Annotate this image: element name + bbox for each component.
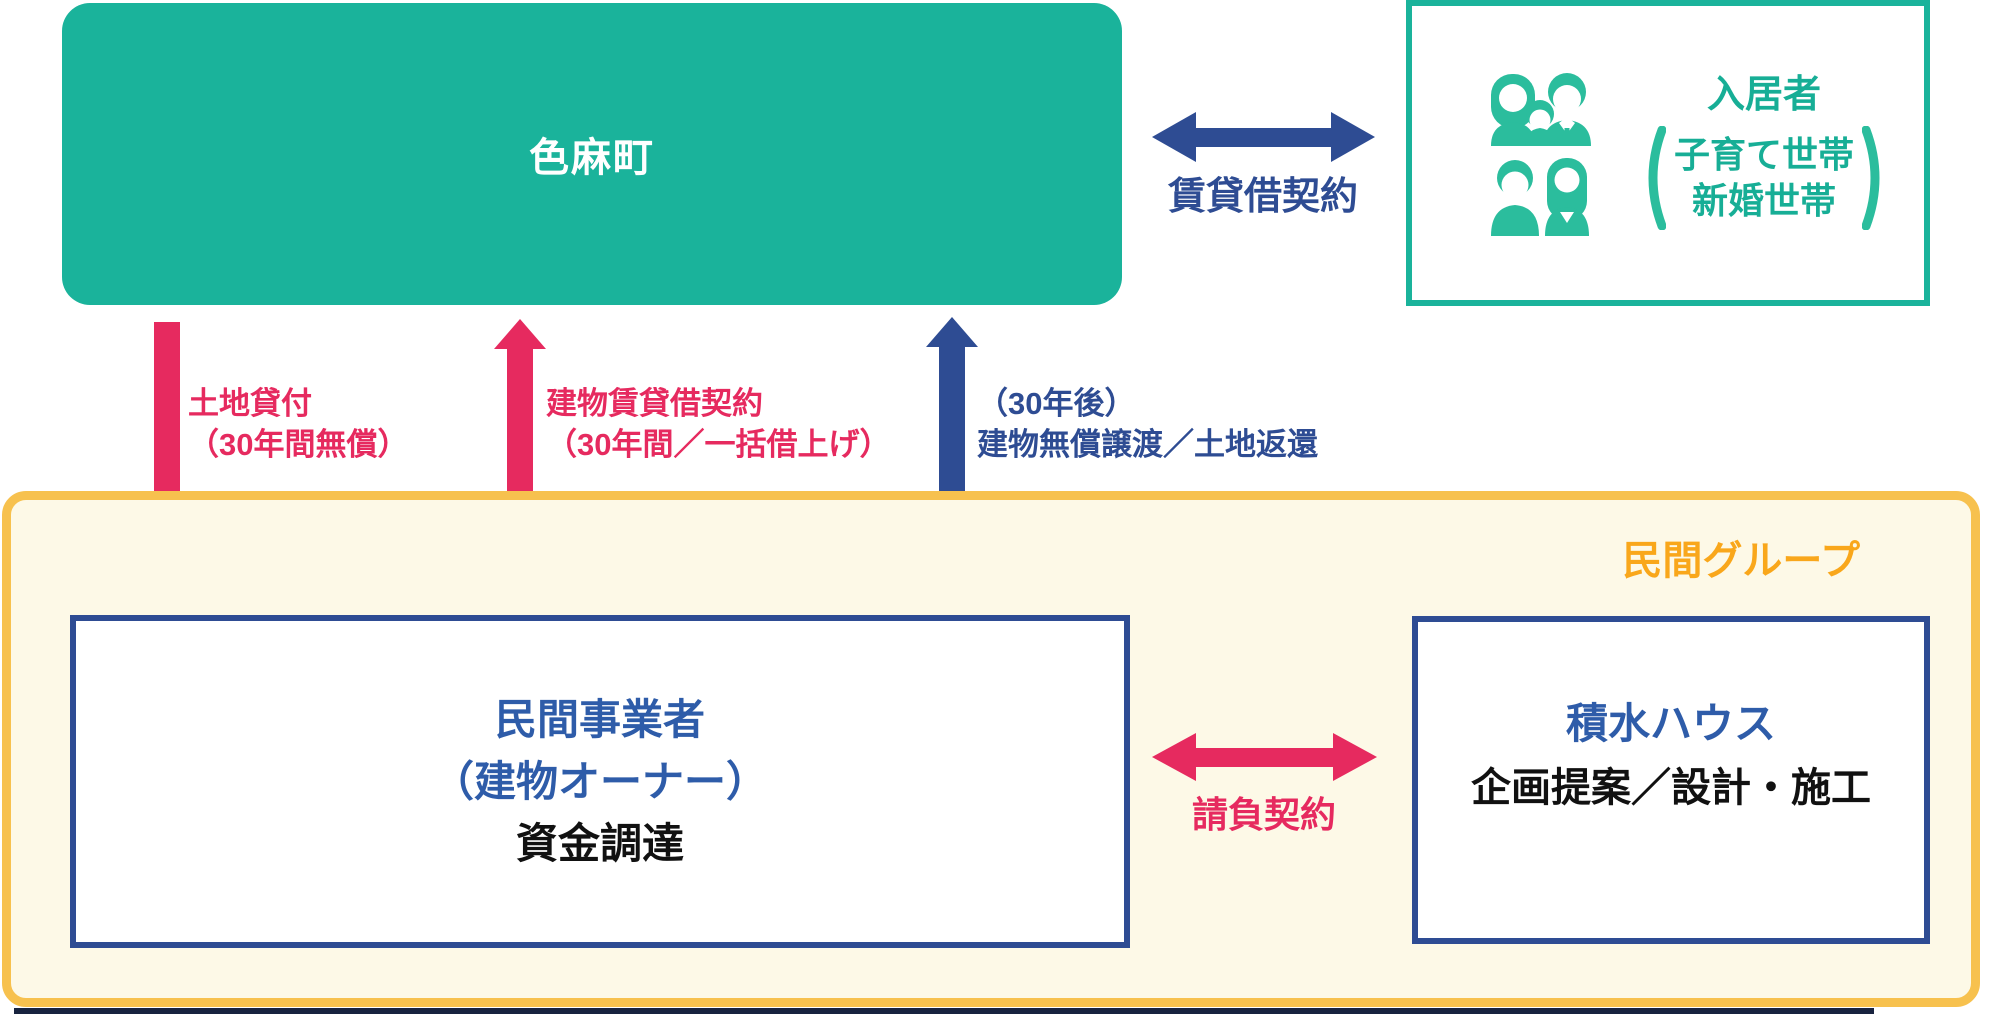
building-transfer-label-line2: 建物無償譲渡／土地返還 bbox=[977, 427, 1318, 462]
couple-icon bbox=[1491, 158, 1589, 236]
owner-box-line1: 民間事業者 bbox=[494, 695, 705, 743]
building-lease-arrow-label: 建物賃貸借契約 （30年間／一括借上げ） bbox=[546, 383, 890, 465]
family-icon bbox=[1491, 73, 1591, 146]
town-box: 色麻町 bbox=[62, 3, 1122, 305]
sekisui-box-line2: 企画提案／設計・施工 bbox=[1471, 766, 1871, 810]
land-lease-label-line2: （30年間無償） bbox=[188, 427, 409, 462]
owner-box-line3: 資金調達 bbox=[515, 819, 684, 867]
bottom-edge-line bbox=[14, 1008, 1874, 1014]
town-box-label: 色麻町 bbox=[529, 136, 655, 180]
building-lease-arrow-top-head bbox=[494, 319, 546, 349]
lease-contract-arrow-right-head bbox=[1331, 112, 1375, 162]
sekisui-box: 積水ハウス 企画提案／設計・施工 bbox=[1412, 616, 1930, 944]
residents-box: 入居者 子育て世帯 新婚世帯 bbox=[1406, 0, 1930, 306]
lease-contract-arrow-label: 賃貸借契約 bbox=[1167, 176, 1358, 218]
owner-box-line2: （建物オーナー） bbox=[431, 757, 768, 805]
residents-subgroup: 子育て世帯 新婚世帯 bbox=[1640, 125, 1888, 230]
construction-contract-arrow-label: 請負契約 bbox=[1191, 794, 1336, 835]
owner-box: 民間事業者 （建物オーナー） 資金調達 bbox=[70, 615, 1130, 948]
residents-text: 入居者 子育て世帯 新婚世帯 bbox=[1604, 63, 1924, 230]
land-lease-arrow-label: 土地貸付 （30年間無償） bbox=[188, 383, 408, 465]
land-lease-label-line1: 土地貸付 bbox=[188, 386, 312, 421]
construction-contract-arrow-left-head bbox=[1152, 733, 1196, 781]
building-transfer-arrow-head bbox=[926, 317, 978, 347]
residents-sub1: 子育て世帯 bbox=[1673, 133, 1854, 175]
sekisui-box-line1: 積水ハウス bbox=[1565, 700, 1776, 747]
paren-right-icon bbox=[1862, 125, 1880, 230]
construction-contract-arrow-right-head bbox=[1333, 733, 1377, 781]
building-transfer-arrow-label: （30年後） 建物無償譲渡／土地返還 bbox=[977, 383, 1318, 465]
residents-title: 入居者 bbox=[1706, 73, 1821, 116]
lease-contract-arrow-left-head bbox=[1152, 112, 1196, 162]
lease-contract-arrow-shaft bbox=[1194, 128, 1332, 147]
private-group-label: 民間グループ bbox=[1622, 539, 1860, 583]
residents-sub2: 新婚世帯 bbox=[1691, 179, 1836, 221]
building-lease-label-line2: （30年間／一括借上げ） bbox=[546, 427, 891, 462]
residents-icon bbox=[1491, 73, 1591, 236]
paren-left-icon bbox=[1648, 125, 1666, 230]
building-transfer-label-line1: （30年後） bbox=[977, 386, 1136, 421]
construction-contract-arrow-shaft bbox=[1194, 748, 1335, 767]
building-lease-label-line1: 建物賃貸借契約 bbox=[546, 386, 763, 421]
